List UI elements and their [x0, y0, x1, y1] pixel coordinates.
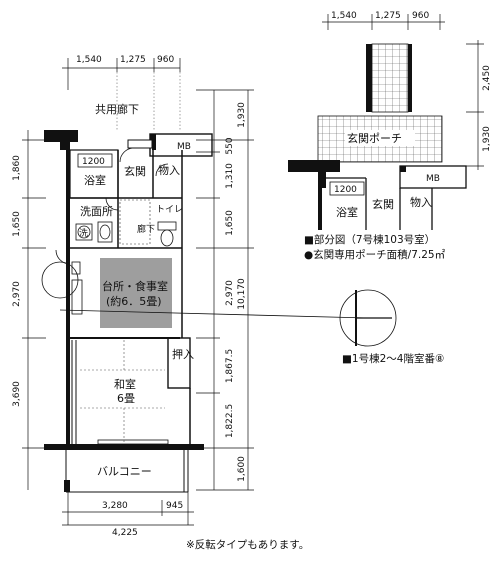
right-dim-corridor: 1,930 — [237, 102, 247, 128]
right-dim-6: 1,867.5 — [225, 349, 235, 383]
detail-entrance-label: 玄関 — [372, 197, 394, 211]
washer-label: 洗 — [79, 227, 88, 239]
bath-size: 1200 — [82, 157, 105, 167]
detail-right-dim-1: 2,450 — [482, 65, 492, 91]
detail-right-dim-2: 1,930 — [482, 126, 492, 152]
top-dim-2: 1,275 — [120, 55, 146, 65]
balcony-label: バルコニー — [97, 465, 152, 478]
right-dim-7: 1,822.5 — [225, 404, 235, 438]
porch-label-bg — [345, 130, 415, 146]
bottom-dim-total: 4,225 — [112, 528, 138, 538]
porch-label: 玄関ポーチ — [347, 131, 402, 145]
tatami-lines — [80, 340, 165, 442]
right-dim-5: 2,970 — [225, 280, 235, 306]
right-dim-balcony: 1,600 — [237, 456, 247, 482]
right-dim-4: 1,650 — [225, 210, 235, 236]
storage-label: 物入 — [158, 163, 180, 177]
right-dim-3: 550 — [225, 137, 235, 154]
building-note: ■1号棟2～4階室番⑧ — [342, 352, 444, 365]
top-dim-1: 1,540 — [76, 55, 102, 65]
top-dimension-line — [62, 58, 181, 90]
oshiire-label: 押入 — [172, 347, 194, 361]
detail-top-dim-3: 960 — [412, 11, 429, 21]
dk-label: 台所・食事室 — [102, 279, 168, 293]
detail-top-dims — [322, 14, 445, 30]
porch-area-note: ●玄関専用ポーチ面積/7.25㎡ — [304, 248, 446, 261]
reverse-type-note: ※反転タイプもあります。 — [186, 539, 309, 551]
left-dim-2: 1,650 — [12, 211, 22, 237]
detail-right-dims — [466, 40, 484, 170]
mb-label: MB — [177, 142, 191, 152]
detail-bath-size: 1200 — [334, 185, 357, 195]
washroom-label: 洗面所 — [80, 205, 113, 218]
dk-highlight — [100, 258, 172, 328]
bath-label: 浴室 — [84, 173, 106, 187]
left-dim-1: 1,860 — [12, 155, 22, 181]
bottom-dimension-line — [62, 492, 194, 526]
guide-lines — [116, 72, 181, 130]
top-dim-3: 960 — [157, 55, 174, 65]
partial-plan-note: ■部分図（7号棟103号室） — [304, 233, 435, 246]
entrance-label: 玄関 — [124, 164, 146, 178]
hidden-lines — [119, 199, 151, 245]
callout — [41, 261, 397, 347]
plan-walls — [44, 130, 213, 493]
detail-storage-label: 物入 — [410, 195, 432, 209]
corridor-label: 共用廊下 — [95, 102, 139, 116]
hall-label: 廊下 — [137, 223, 155, 235]
left-dim-3: 2,970 — [12, 281, 22, 307]
toilet-label: トイレ — [156, 205, 183, 215]
bottom-dim-right: 945 — [166, 501, 183, 511]
left-dimension-line — [22, 130, 46, 490]
washer-fixture — [75, 221, 113, 243]
detail-top-dim-1: 1,540 — [331, 11, 357, 21]
left-dim-4: 3,690 — [12, 381, 22, 407]
right-dimension-lines — [196, 89, 254, 491]
detail-bath-label: 浴室 — [336, 205, 358, 219]
washitsu-size: 6畳 — [117, 392, 135, 405]
detail-walls — [288, 44, 467, 230]
bottom-dim-left: 3,280 — [102, 501, 128, 511]
toilet-fixture — [157, 221, 177, 247]
detail-mb-label: MB — [426, 174, 440, 184]
total-depth-dim: 10,170 — [237, 278, 247, 310]
dk-size: (約6．5畳) — [106, 294, 162, 308]
right-dim-2: 1,310 — [225, 163, 235, 189]
detail-top-dim-2: 1,275 — [375, 11, 401, 21]
bath-size-box — [77, 153, 113, 168]
washitsu-label: 和室 — [114, 377, 136, 391]
dk-fixtures — [71, 261, 83, 315]
detail-bath-size-box — [329, 181, 365, 196]
